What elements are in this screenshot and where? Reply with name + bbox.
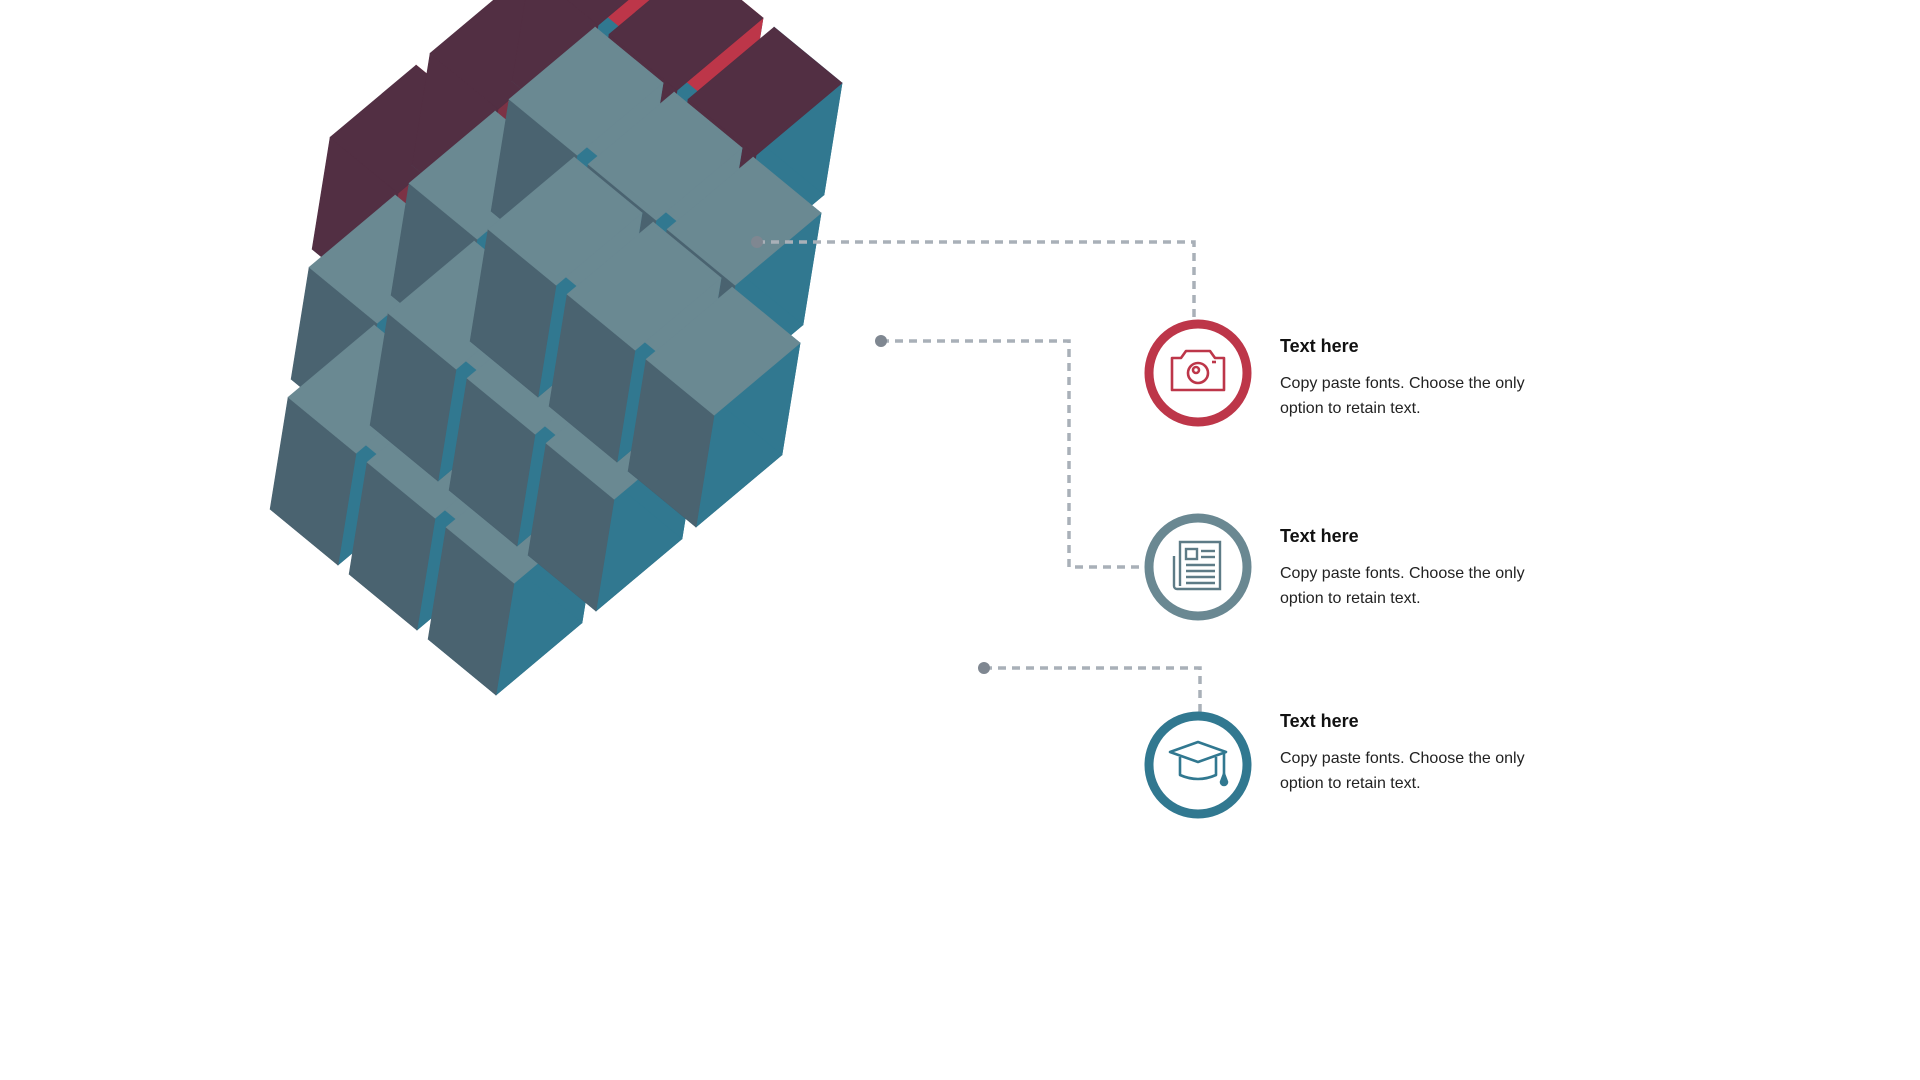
cube-block-top-face <box>608 0 764 91</box>
cube-block <box>627 286 801 528</box>
connector-dot-1 <box>751 236 763 248</box>
connector-lines <box>751 236 1202 716</box>
connector-dot-3 <box>978 662 990 674</box>
cube-blocks <box>269 0 843 696</box>
cube-block-top-face <box>666 156 822 286</box>
cube-block-top-face <box>487 156 643 286</box>
connector-line-1 <box>757 240 1196 322</box>
cube-block-top-face <box>508 26 664 156</box>
cube-block-top-face <box>566 0 629 26</box>
graduation-cap-icon <box>1168 740 1229 787</box>
info-title-2: Text here <box>1280 526 1359 546</box>
connector-line-2 <box>881 339 1148 569</box>
newspaper-icon <box>1172 540 1222 591</box>
info-description-3: Copy paste fonts. Choose the only option… <box>1280 750 1525 792</box>
connector-line-3 <box>984 666 1202 716</box>
info-title-3: Text here <box>1280 711 1359 731</box>
cube-block-top-face <box>587 91 743 221</box>
info-item-2: Text here Copy paste fonts. Choose the o… <box>1280 526 1600 611</box>
graduation-badge <box>1144 711 1252 819</box>
info-item-3: Text here Copy paste fonts. Choose the o… <box>1280 711 1600 796</box>
info-description-2: Copy paste fonts. Choose the only option… <box>1280 565 1525 607</box>
cube-block-top-face <box>645 286 801 416</box>
camera-icon <box>1170 349 1226 392</box>
rubik-cube-illustration <box>269 0 843 696</box>
connector-dot-2 <box>875 335 887 347</box>
info-item-1: Text here Copy paste fonts. Choose the o… <box>1280 336 1600 421</box>
cube-block-top-face <box>687 26 843 156</box>
info-description-1: Copy paste fonts. Choose the only option… <box>1280 375 1525 417</box>
cube-block-top-face <box>566 221 722 351</box>
camera-badge <box>1144 319 1252 427</box>
info-title-1: Text here <box>1280 336 1359 356</box>
newspaper-badge <box>1144 513 1252 621</box>
